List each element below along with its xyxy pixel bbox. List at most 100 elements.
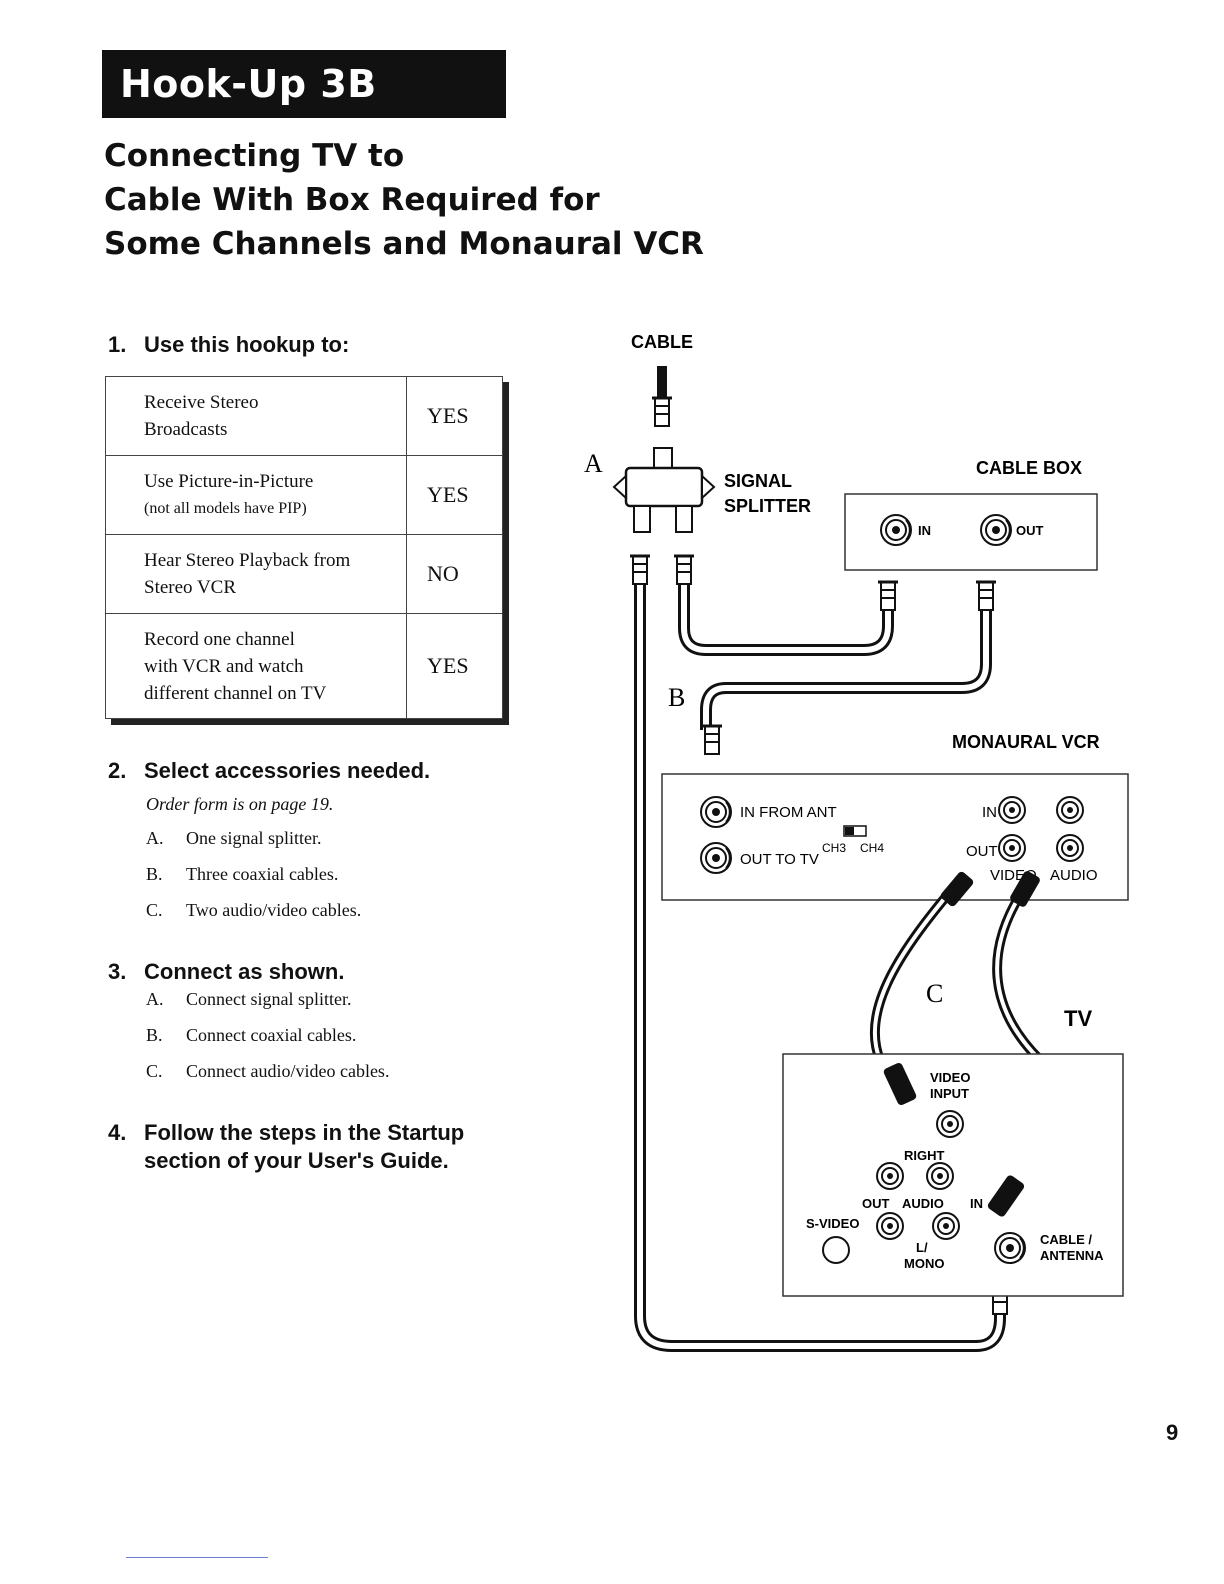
label-b: B: [668, 683, 685, 712]
cable-box-in-jack: [880, 514, 912, 546]
tv-label: TV: [1064, 1006, 1092, 1031]
tv-audio-label: AUDIO: [902, 1196, 944, 1211]
vcr-video-in-jack: [998, 796, 1026, 824]
answer-cell: YES: [406, 455, 503, 535]
tv-cable-antenna-jack: [994, 1232, 1026, 1264]
answer-cell: YES: [406, 613, 503, 719]
tv-input-label: INPUT: [930, 1086, 969, 1101]
list-item: B. Three coaxial cables.: [146, 864, 361, 900]
label-a: A: [584, 449, 603, 478]
vcr-in-label: IN: [982, 804, 997, 821]
feature-text: different channel on TV: [144, 682, 327, 704]
title-line-2: Cable With Box Required for: [104, 182, 600, 218]
page-number: 9: [1166, 1420, 1179, 1445]
step-text: Follow the steps in the Startup: [144, 1120, 465, 1145]
ch3-ch4-switch[interactable]: [843, 825, 867, 837]
item-letter: B.: [146, 864, 163, 884]
coax-connector: [876, 580, 900, 612]
out-label: OUT: [862, 1196, 890, 1211]
feature-text: Record one channel: [144, 628, 295, 650]
tv-video-input-jack: [936, 1110, 964, 1138]
vcr-audio-out-jack: [1056, 834, 1084, 862]
item-text: Connect coaxial cables.: [186, 1025, 357, 1045]
step-text: Connect as shown.: [144, 959, 345, 984]
in-from-ant-label: IN FROM ANT: [740, 804, 837, 821]
step-number: 4.: [108, 1120, 127, 1145]
rca-plug: [940, 871, 974, 907]
ch3-label: CH3: [822, 841, 846, 855]
list-item: B. Connect coaxial cables.: [146, 1025, 389, 1061]
item-text: Connect audio/video cables.: [186, 1061, 390, 1081]
coax-connector: [672, 554, 696, 586]
feature-text: Use Picture-in-Picture: [144, 471, 314, 492]
video-cable: [869, 876, 964, 1062]
in-label: IN: [970, 1196, 983, 1211]
step-number: 2.: [108, 758, 127, 783]
splitter-label: SPLITTER: [724, 496, 811, 516]
l-label: L/: [916, 1240, 928, 1255]
item-text: One signal splitter.: [186, 828, 322, 848]
order-form-note: Order form is on page 19.: [146, 794, 334, 814]
signal-label: SIGNAL: [724, 471, 792, 491]
feature-text: Receive Stereo: [144, 392, 259, 413]
monaural-vcr: [661, 773, 1129, 901]
cable-ant-label-1: CABLE /: [1040, 1232, 1092, 1247]
item-letter: B.: [146, 1025, 163, 1045]
step-1-heading: 1. Use this hookup to:: [108, 331, 349, 359]
cable-label: CABLE: [631, 332, 693, 352]
coax-connector: [974, 580, 998, 612]
tv-audio-right-in-jack: [926, 1162, 954, 1190]
vcr-in-from-ant-jack: [700, 796, 732, 828]
table-row: Receive Stereo Broadcasts YES: [105, 376, 503, 456]
answer-cell: YES: [406, 376, 503, 456]
item-letter: A.: [146, 828, 164, 848]
item-text: Two audio/video cables.: [186, 900, 362, 920]
vcr-video-out-jack: [998, 834, 1026, 862]
rca-plug: [987, 1175, 1025, 1217]
feature-note: (not all models have PIP): [144, 500, 307, 517]
hookup-banner: Hook-Up 3B: [102, 50, 506, 118]
list-item: A. One signal splitter.: [146, 828, 361, 864]
out-to-tv-label: OUT TO TV: [740, 851, 819, 868]
step-text: section of your User's Guide.: [144, 1148, 449, 1173]
footer-rule: [126, 1557, 268, 1558]
cable-box-label: CABLE BOX: [976, 458, 1082, 478]
vcr-out-label: OUT: [966, 843, 998, 860]
table-row: Use Picture-in-Picture (not all models h…: [105, 455, 503, 535]
label-c: C: [926, 979, 943, 1008]
title-line-1: Connecting TV to: [104, 138, 405, 174]
vcr-out-to-tv-jack: [700, 842, 732, 874]
feature-text: Stereo VCR: [144, 577, 237, 598]
feature-text: Broadcasts: [144, 419, 228, 440]
feature-text: Hear Stereo Playback from: [144, 550, 351, 571]
mono-label: MONO: [904, 1256, 944, 1271]
item-text: Connect signal splitter.: [186, 989, 352, 1009]
vcr-label: MONAURAL VCR: [952, 732, 1100, 752]
coax-connector: [628, 554, 652, 586]
list-item: C.Connect audio/video cables.: [146, 1061, 389, 1097]
step-2-heading: 2.Select accessories needed.: [108, 757, 430, 785]
signal-splitter: [612, 447, 716, 533]
step-number: 1.: [108, 332, 127, 357]
tv-audio-left-out-jack: [876, 1212, 904, 1240]
step-text: Use this hookup to:: [144, 332, 350, 357]
tv-video-label: VIDEO: [930, 1070, 970, 1085]
connect-list: A. Connect signal splitter. B. Connect coa…: [146, 989, 389, 1097]
list-item: A. Connect signal splitter.: [146, 989, 389, 1025]
item-text: Three coaxial cables.: [186, 864, 339, 884]
page-title: Connecting TV to Cable With Box Required…: [104, 134, 704, 266]
item-letter: A.: [146, 989, 164, 1009]
step-3-heading: 3. Connect as shown.: [108, 958, 344, 986]
title-line-3: Some Channels and Monaural VCR: [104, 226, 704, 262]
s-video-label: S-VIDEO: [806, 1216, 859, 1231]
step-number: 3.: [108, 959, 127, 984]
s-video-jack: [822, 1236, 850, 1264]
cable-ant-label-2: ANTENNA: [1040, 1248, 1104, 1263]
ch4-label: CH4: [860, 841, 884, 855]
coax-splitter-to-box: [678, 580, 894, 656]
accessories-list: A. One signal splitter. B. Three coaxial c…: [146, 828, 361, 936]
hookup-table: Receive Stereo Broadcasts YES Use Pictur…: [105, 376, 503, 719]
list-item: C.Two audio/video cables.: [146, 900, 361, 936]
coax-connector: [700, 724, 724, 756]
